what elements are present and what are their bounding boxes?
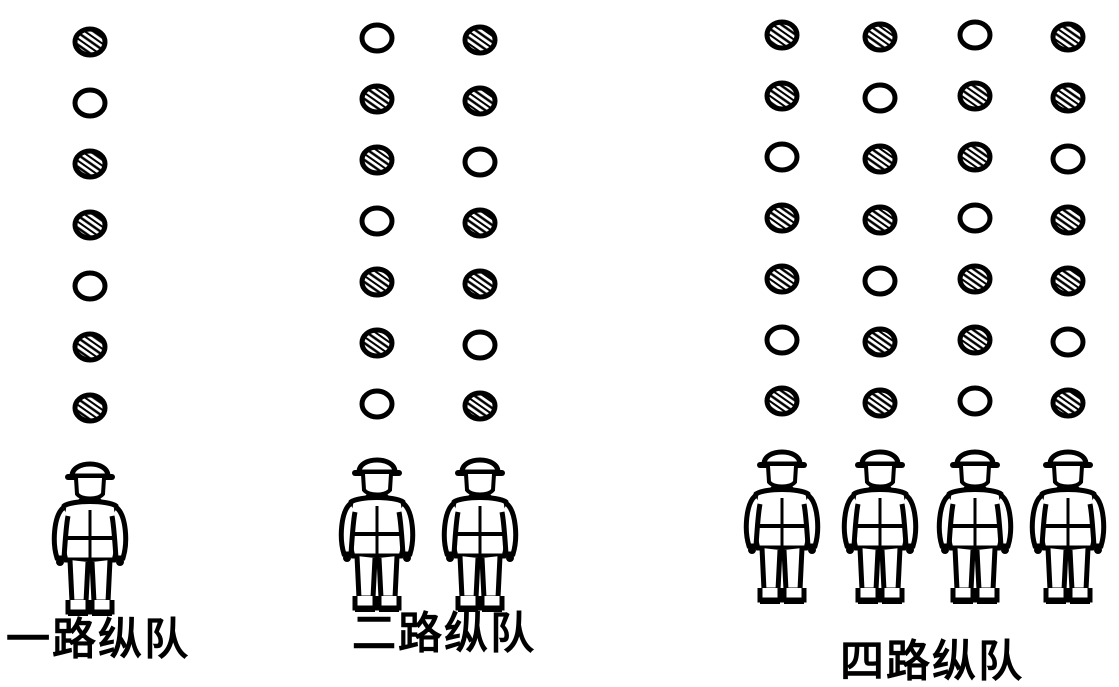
soldier-head-dot — [75, 212, 105, 238]
soldier-head-dot — [1053, 146, 1083, 172]
soldier-figure — [341, 460, 412, 610]
soldier-head-dot — [465, 210, 495, 236]
soldier-head-dot — [767, 327, 797, 353]
soldier-head-dot — [1053, 85, 1083, 111]
soldier-head-dot — [1053, 329, 1083, 355]
soldier-head-dot — [960, 22, 990, 48]
double-file-caption: 二路纵队 — [352, 612, 536, 656]
soldier-head-dot — [865, 207, 895, 233]
soldier-head-dot — [75, 151, 105, 177]
soldier-head-dot — [767, 388, 797, 414]
soldier-figure — [1032, 452, 1103, 602]
soldier-head-dot — [465, 88, 495, 114]
soldier-head-dot — [767, 22, 797, 48]
soldier-head-dot — [75, 29, 105, 55]
soldier-head-dot — [362, 269, 392, 295]
soldier-head-dot — [960, 327, 990, 353]
soldier-head-dot — [362, 25, 392, 51]
soldier-head-dot — [960, 388, 990, 414]
formation-four-file — [746, 22, 1103, 602]
soldier-figure — [54, 464, 125, 614]
soldier-head-dot — [865, 329, 895, 355]
soldier-head-dot — [362, 147, 392, 173]
soldier-head-dot — [465, 27, 495, 53]
soldier-head-dot — [1053, 207, 1083, 233]
soldier-head-dot — [865, 24, 895, 50]
soldier-head-dot — [865, 85, 895, 111]
formation-double-file — [341, 25, 515, 610]
soldier-head-dot — [1053, 268, 1083, 294]
soldier-head-dot — [1053, 24, 1083, 50]
soldier-figure — [746, 452, 817, 602]
soldier-head-dot — [75, 273, 105, 299]
soldier-head-dot — [362, 391, 392, 417]
soldier-head-dot — [75, 90, 105, 116]
soldier-head-dot — [465, 393, 495, 419]
soldier-head-dot — [767, 83, 797, 109]
formation-single-file — [54, 29, 125, 614]
soldier-figure — [844, 452, 915, 602]
four-file-caption: 四路纵队 — [840, 640, 1024, 684]
soldier-head-dot — [767, 266, 797, 292]
soldier-head-dot — [865, 268, 895, 294]
soldier-head-dot — [362, 330, 392, 356]
soldier-head-dot — [960, 205, 990, 231]
soldier-head-dot — [960, 83, 990, 109]
soldier-head-dot — [465, 271, 495, 297]
soldier-head-dot — [1053, 390, 1083, 416]
soldier-head-dot — [75, 395, 105, 421]
soldier-figure — [444, 460, 515, 610]
soldier-figure — [939, 452, 1010, 602]
single-file-caption: 一路纵队 — [6, 618, 190, 662]
soldier-head-dot — [362, 86, 392, 112]
soldier-head-dot — [960, 266, 990, 292]
soldier-head-dot — [465, 149, 495, 175]
soldier-head-dot — [767, 205, 797, 231]
soldier-head-dot — [362, 208, 392, 234]
soldier-head-dot — [75, 334, 105, 360]
soldier-head-dot — [767, 144, 797, 170]
soldier-head-dot — [960, 144, 990, 170]
soldier-head-dot — [465, 332, 495, 358]
soldier-head-dot — [865, 390, 895, 416]
soldier-head-dot — [865, 146, 895, 172]
